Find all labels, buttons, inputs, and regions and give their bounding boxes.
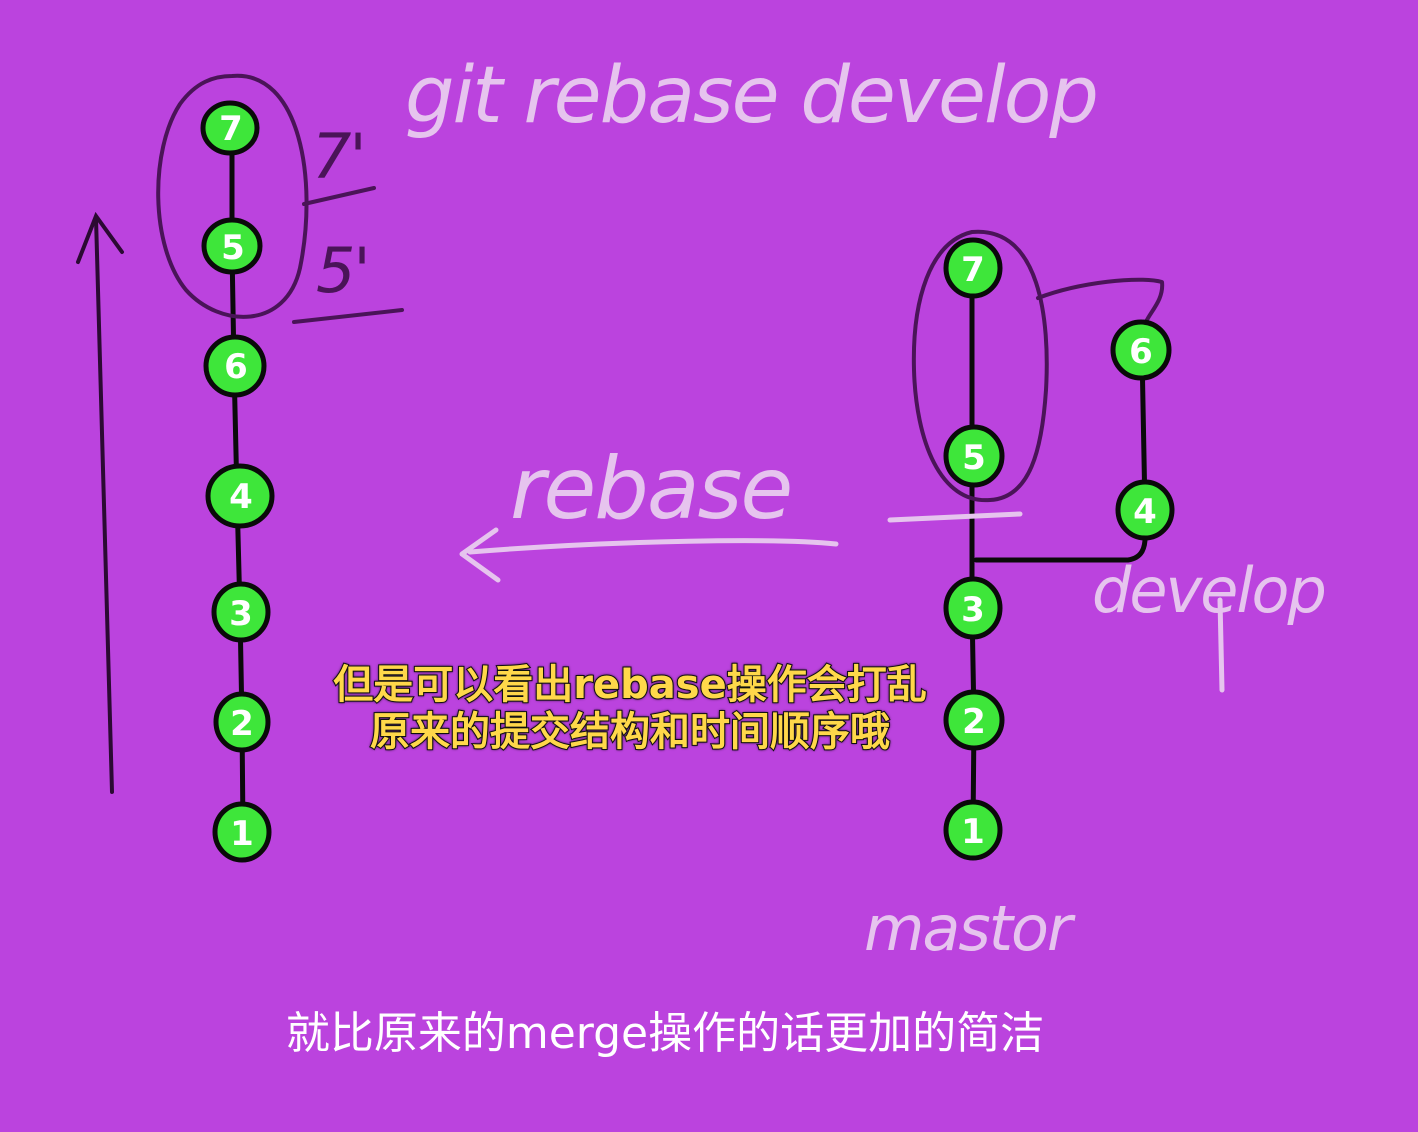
header-text: git rebase develop (405, 51, 1097, 141)
master-branch-label: mastor (864, 892, 1076, 965)
svg-text:5: 5 (221, 228, 245, 268)
develop-label-tail (1217, 597, 1225, 693)
right-move-link (1036, 277, 1165, 324)
prime-underline-5 (292, 308, 404, 324)
prime-underline-7 (302, 186, 376, 206)
left-highlight-oval (156, 73, 309, 319)
left-node-4: 4 (205, 463, 275, 529)
bottom-subtitle: 就比原来的merge操作的话更加的简洁 (285, 1008, 1045, 1059)
svg-text:1: 1 (961, 812, 985, 852)
svg-text:2: 2 (962, 702, 986, 742)
svg-text:7: 7 (961, 250, 985, 290)
right-node-1: 1 (943, 799, 1003, 861)
right-branch-node-6: 6 (1110, 319, 1172, 381)
overlay-subtitle: 但是可以看出rebase操作会打乱 原来的提交结构和时间顺序哦 (300, 661, 960, 756)
svg-text:6: 6 (1129, 332, 1153, 372)
right-node-5: 5 (943, 424, 1005, 488)
svg-text:1: 1 (230, 814, 254, 854)
develop-branch-label: develop (1092, 554, 1325, 627)
left-node-2: 2 (213, 691, 271, 753)
left-node-7: 7 (200, 100, 260, 156)
svg-text:4: 4 (1133, 492, 1157, 532)
overlay-subtitle-line-1: 但是可以看出rebase操作会打乱 (332, 661, 927, 709)
rebase-arrow (459, 527, 839, 583)
timeline-arrow (76, 211, 124, 794)
prime-label-5: 5' (316, 234, 369, 307)
rebase-arrow-label: rebase (510, 439, 791, 539)
left-node-6: 6 (203, 334, 267, 398)
branch-point-mark (887, 511, 1023, 523)
right-node-3: 3 (943, 576, 1003, 640)
svg-text:3: 3 (229, 594, 253, 634)
left-node-3: 3 (211, 581, 271, 643)
svg-text:4: 4 (229, 477, 253, 517)
right-node-2: 2 (943, 689, 1005, 751)
left-node-1: 1 (212, 801, 272, 863)
overlay-subtitle-line-2: 原来的提交结构和时间顺序哦 (369, 708, 891, 756)
right-branch-node-4: 4 (1115, 479, 1175, 541)
svg-text:6: 6 (224, 347, 248, 387)
right-node-7: 7 (943, 237, 1003, 299)
svg-text:3: 3 (961, 590, 985, 630)
left-node-5: 5 (201, 217, 263, 275)
svg-text:2: 2 (230, 704, 254, 744)
svg-text:5: 5 (962, 438, 986, 478)
prime-label-7: 7' (312, 120, 365, 193)
right-highlight-oval (911, 229, 1049, 503)
svg-text:7: 7 (219, 109, 243, 149)
